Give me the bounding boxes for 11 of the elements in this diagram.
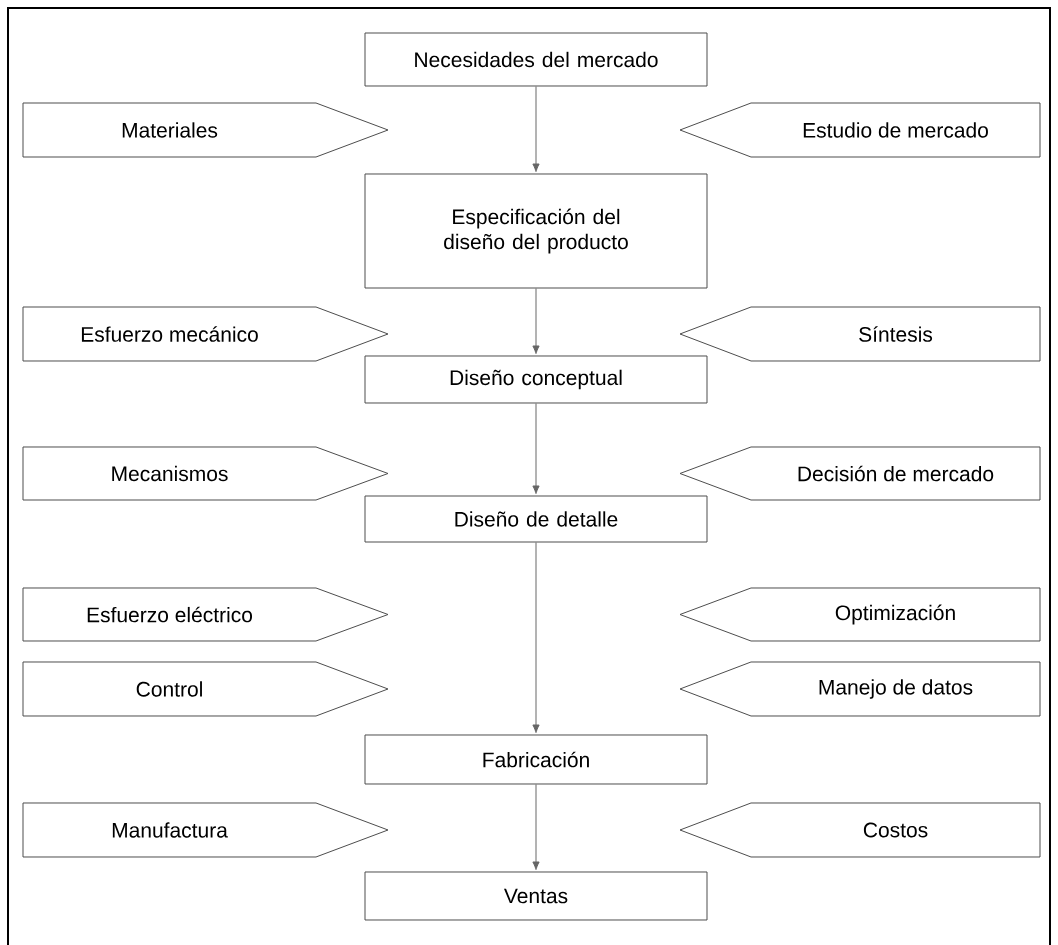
process-box: Fabricación [364, 734, 708, 785]
process-box: Especificación del diseño del producto [364, 173, 708, 289]
arrow [532, 403, 540, 495]
process-box: Necesidades del mercado [364, 32, 708, 87]
process-box: Ventas [364, 871, 708, 921]
process-box: Diseño de detalle [364, 495, 708, 543]
arrow [532, 288, 540, 355]
arrow [532, 86, 540, 173]
arrow [532, 784, 540, 871]
process-box: Diseño conceptual [364, 355, 708, 404]
arrow [532, 542, 540, 734]
